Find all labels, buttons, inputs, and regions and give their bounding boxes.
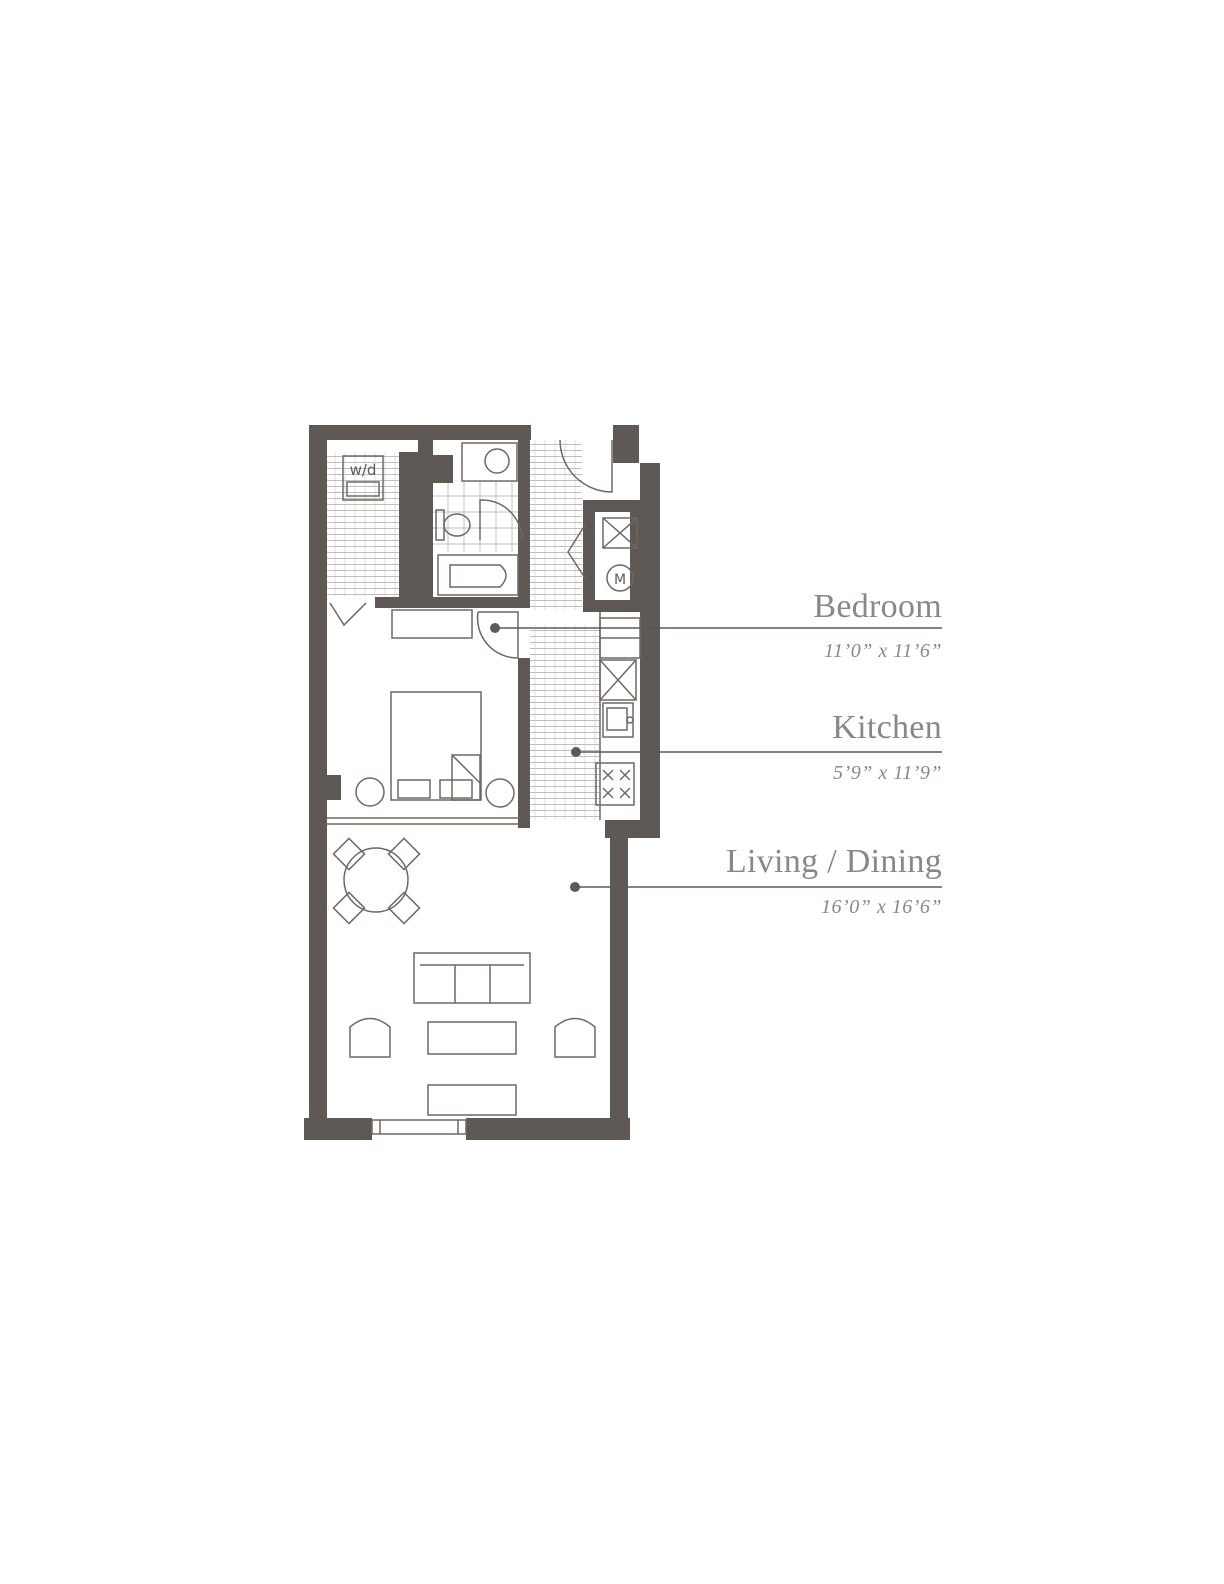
walls [304, 425, 660, 1140]
fixtures [326, 439, 641, 1135]
mechanical-label: M [614, 572, 626, 588]
room-dimensions-kitchen: 5’9” x 11’9” [833, 762, 942, 784]
room-dimensions-bedroom: 11’0” x 11’6” [824, 640, 942, 662]
callout-kitchen [571, 747, 942, 757]
callout-living-dining [570, 882, 942, 892]
callout-bedroom [490, 623, 942, 633]
room-name-kitchen: Kitchen [832, 709, 942, 746]
room-dimensions-living-dining: 16’0” x 16’6” [821, 896, 942, 918]
floor-hatching [326, 440, 600, 820]
room-name-living-dining: Living / Dining [725, 843, 942, 880]
room-name-bedroom: Bedroom [813, 588, 942, 625]
washer-dryer-label: w/d [350, 461, 377, 479]
